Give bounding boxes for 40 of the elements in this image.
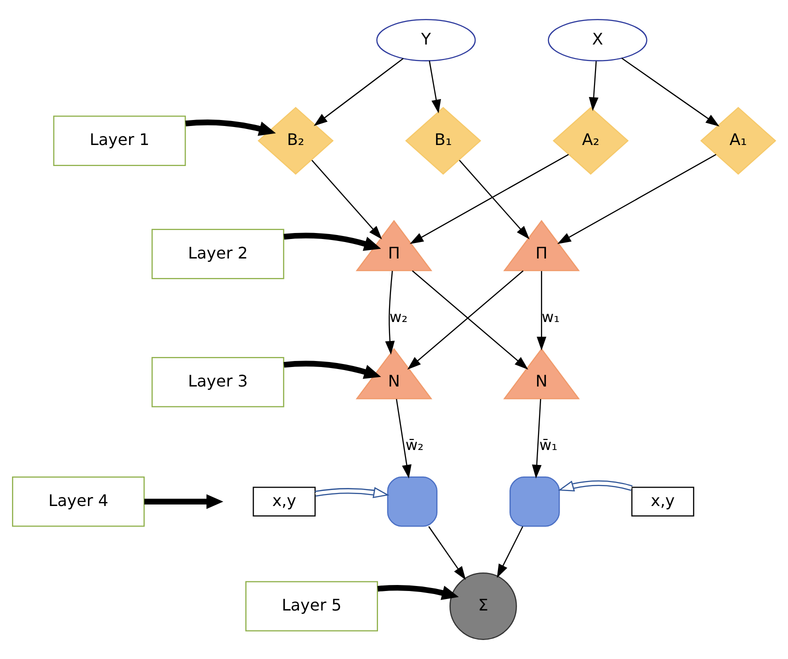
node-box: [510, 476, 560, 527]
edge-label: w₁: [542, 308, 560, 326]
node-diamond: A₂: [552, 106, 629, 175]
arrow: [496, 526, 524, 578]
node-diamond: B₁: [405, 106, 482, 175]
arrow: [377, 584, 459, 600]
arrow: [385, 270, 395, 355]
edge-label: w₂: [390, 308, 408, 326]
arrow: [428, 526, 466, 580]
edge-label: w̄₂: [406, 436, 424, 454]
node-box: x,y: [252, 486, 316, 516]
arrow: [185, 120, 276, 136]
arrow: [284, 232, 382, 251]
node-box: Layer 4: [12, 476, 145, 527]
arrow: [588, 61, 598, 112]
node-box: Layer 2: [152, 228, 284, 280]
arrow: [144, 494, 224, 509]
node-box: Layer 3: [152, 356, 284, 408]
arrow: [314, 487, 390, 498]
node-ellipse: X: [548, 19, 648, 62]
node-box: [387, 476, 438, 527]
arrow: [621, 58, 720, 127]
edge-label: w̄₁: [539, 436, 558, 454]
node-box: Layer 1: [53, 116, 186, 166]
node-circle: Σ: [449, 572, 517, 640]
node-ellipse: Y: [376, 19, 476, 62]
arrow: [532, 399, 542, 479]
arrow: [284, 360, 382, 379]
node-diamond: A₁: [700, 106, 776, 175]
arrow: [410, 154, 569, 244]
arrow: [458, 160, 530, 240]
node-box: x,y: [631, 486, 694, 516]
arrow: [557, 154, 716, 244]
arrow: [314, 58, 404, 126]
arrow: [536, 271, 546, 350]
node-box: Layer 5: [245, 581, 378, 632]
arrow: [311, 160, 382, 240]
arrow: [558, 480, 633, 492]
arrow: [396, 398, 412, 479]
arrow: [428, 60, 441, 114]
